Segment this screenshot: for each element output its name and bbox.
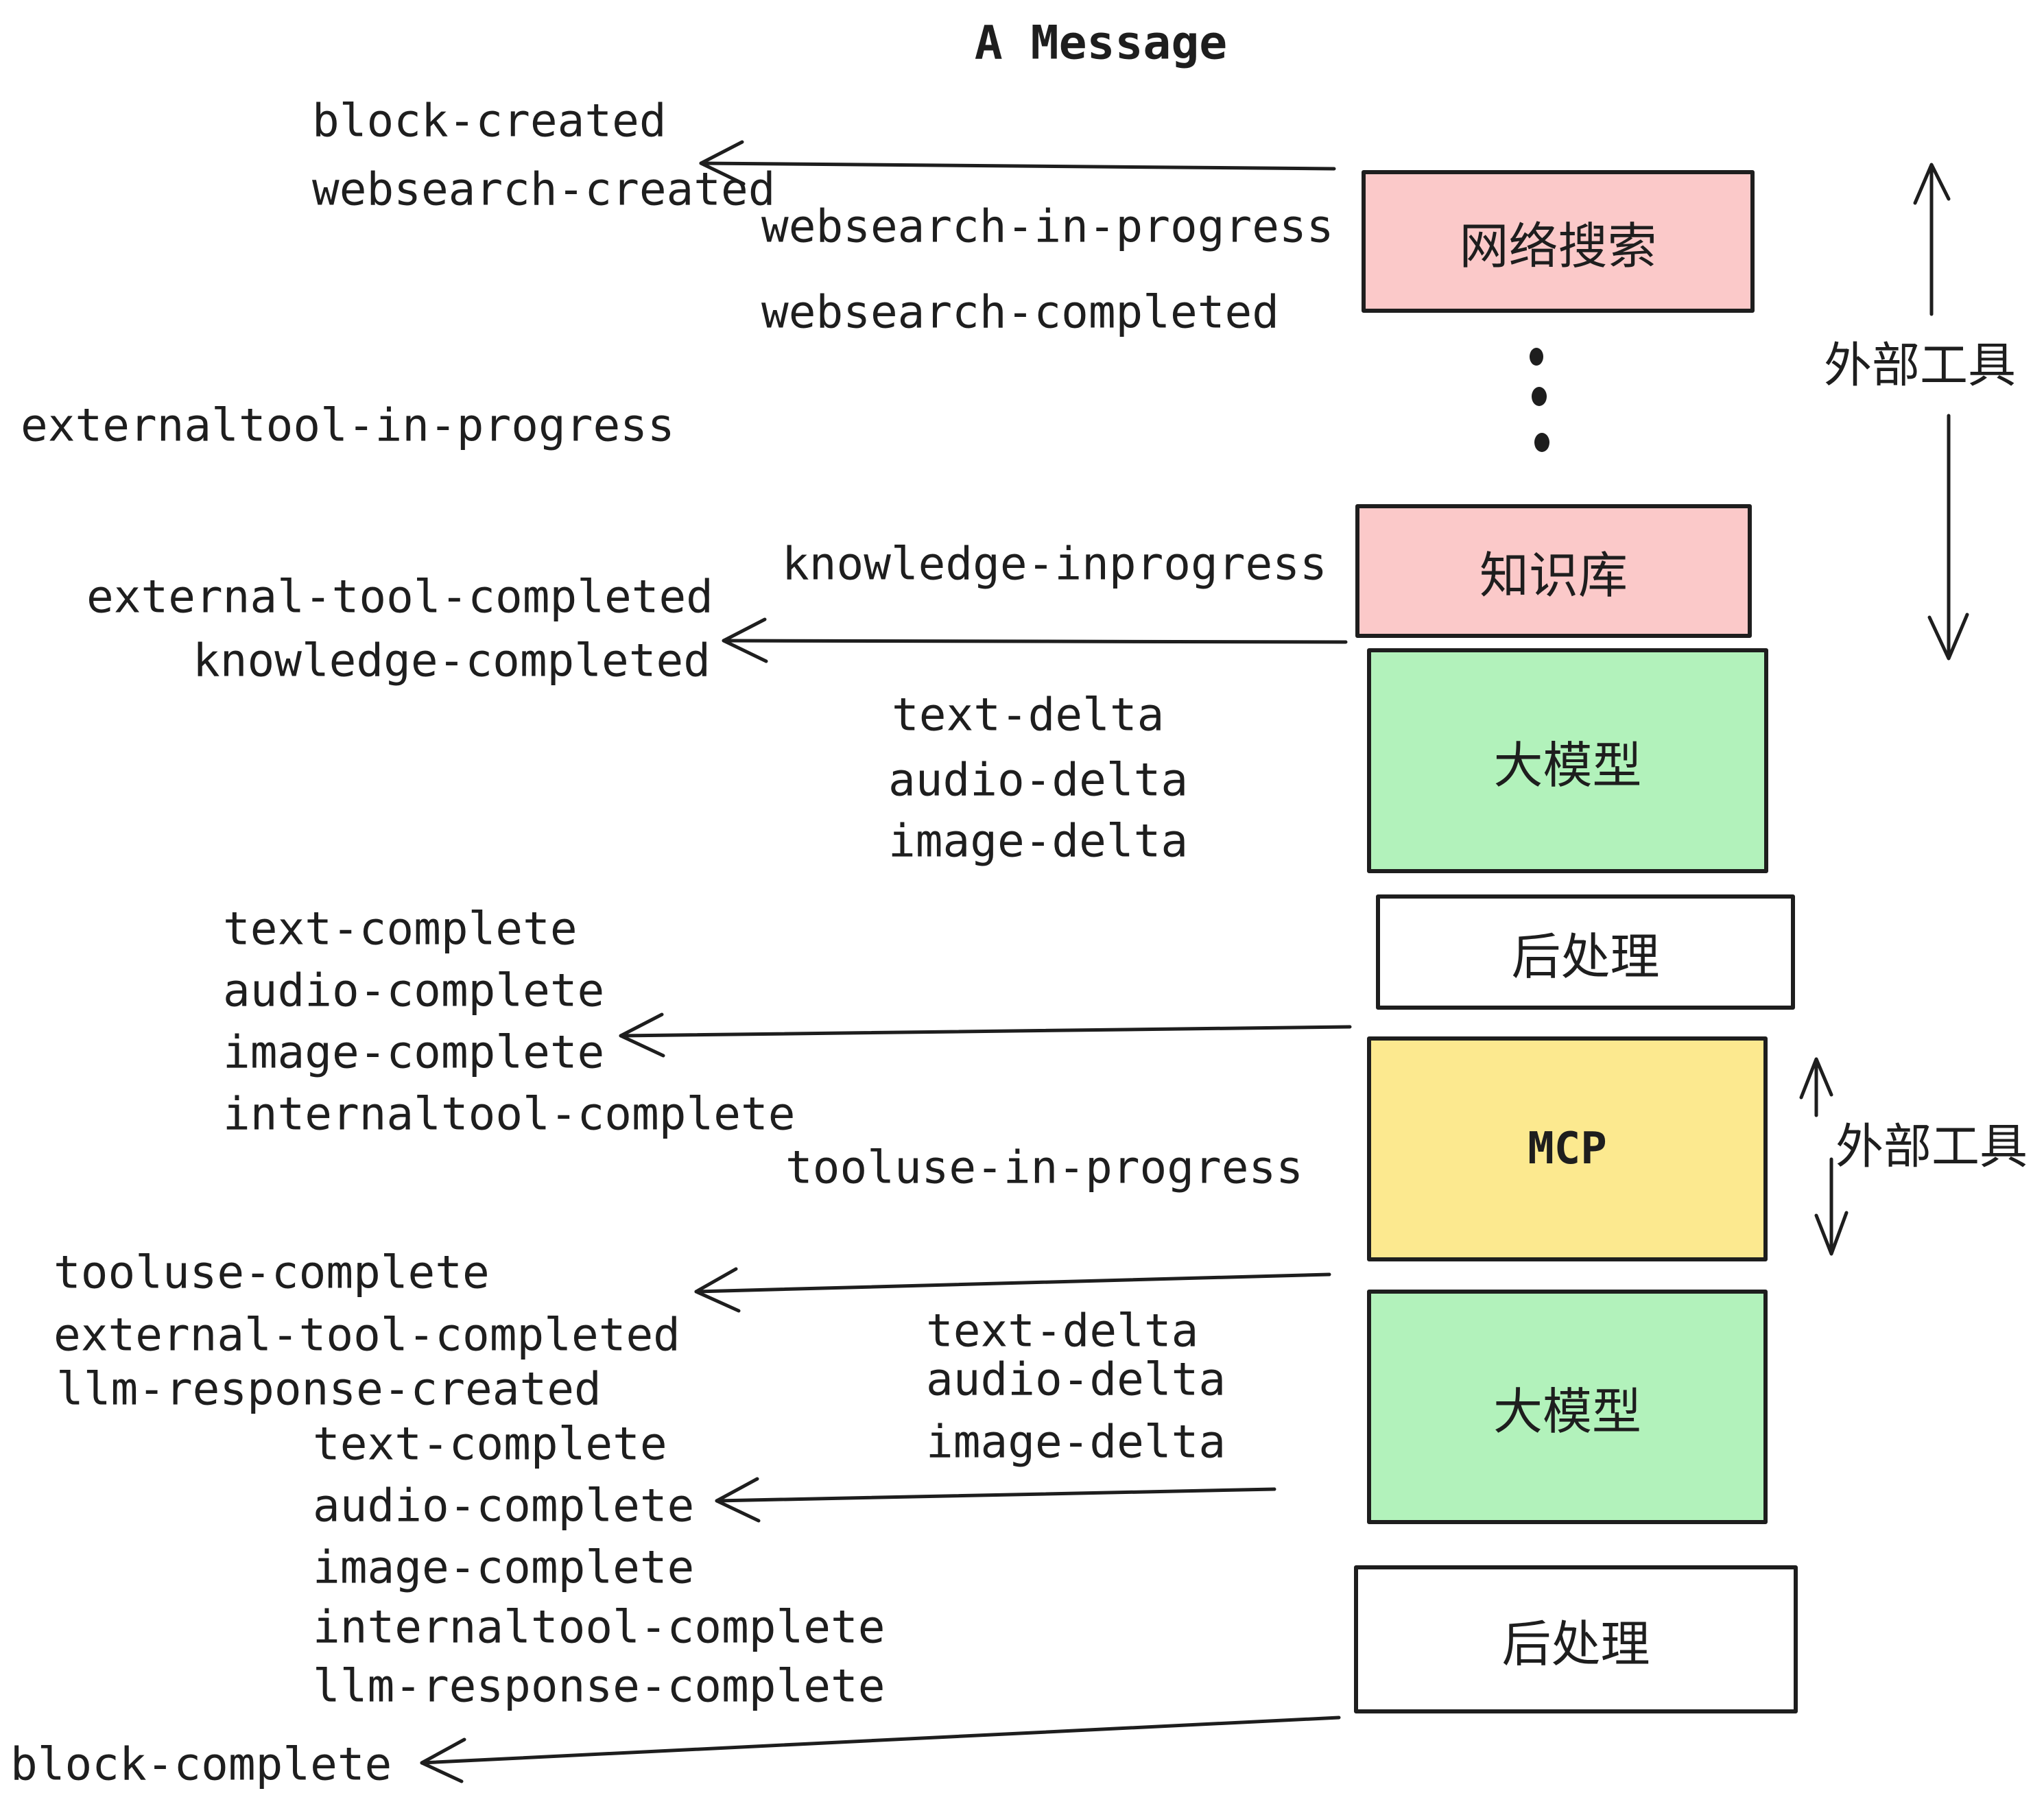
event-label-internaltool-complete-2: internaltool-complete [313,1600,886,1654]
node-llm-2: 大模型 [1367,1290,1768,1524]
event-label-llm-response-complete: llm-response-complete [313,1659,886,1713]
event-label-image-complete-2: image-complete [313,1541,695,1594]
arrow-to-audio-complete [715,1477,1276,1523]
node-mcp-label: MCP [1528,1124,1607,1174]
event-label-external-tool-completed-2: external-tool-completed [54,1308,680,1362]
external-tools-up-arrow-1 [1913,163,1951,316]
event-label-websearch-in-progress: websearch-in-progress [761,200,1334,253]
event-label-image-complete-1: image-complete [223,1025,605,1079]
arrow-to-block-complete [420,1716,1341,1783]
arrow-to-knowledge-completed [722,617,1348,663]
event-label-block-complete: block-complete [10,1737,392,1791]
node-websearch-label: 网络搜索 [1459,219,1657,274]
node-llm-1: 大模型 [1367,648,1768,873]
event-label-text-delta-1: text-delta [892,688,1165,741]
external-tools-down-arrow-1 [1927,414,1969,661]
event-label-internaltool-complete-1: internaltool-complete [223,1087,796,1141]
event-label-text-delta-2: text-delta [926,1304,1199,1357]
event-label-image-delta-1: image-delta [888,814,1189,868]
arrow-to-block-created [699,140,1336,186]
node-websearch: 网络搜索 [1362,170,1755,313]
event-label-websearch-completed: websearch-completed [761,285,1279,339]
node-postprocess-1-label: 后处理 [1511,929,1660,985]
event-label-tooluse-in-progress: tooluse-in-progress [785,1141,1303,1194]
external-tools-up-arrow-2 [1799,1057,1833,1117]
node-knowledge-label: 知识库 [1479,549,1628,604]
event-label-external-tool-completed-1: external-tool-completed [86,570,713,624]
event-label-audio-delta-2: audio-delta [926,1353,1226,1406]
event-label-image-delta-2: image-delta [926,1415,1226,1469]
vertical-dots-icon [1530,348,1549,452]
event-label-tooluse-complete: tooluse-complete [54,1246,490,1299]
event-label-externaltool-in-progress: externaltool-in-progress [21,399,675,452]
event-label-llm-response-created: llm-response-created [56,1362,602,1416]
event-label-audio-complete-2: audio-complete [313,1479,695,1532]
event-label-websearch-created: websearch-created [312,163,776,216]
event-label-audio-delta-1: audio-delta [888,753,1189,807]
event-label-knowledge-completed: knowledge-completed [193,634,711,687]
event-label-text-complete-2: text-complete [313,1417,667,1471]
diagram-title: A Message [974,16,1228,71]
node-postprocess-1: 后处理 [1376,894,1795,1010]
event-label-text-complete-1: text-complete [223,902,578,956]
node-mcp: MCP [1367,1036,1768,1261]
external-tools-label-2: 外部工具 [1835,1119,2028,1174]
node-knowledge: 知识库 [1355,504,1752,638]
node-llm-2-label: 大模型 [1493,1384,1641,1440]
node-postprocess-2: 后处理 [1354,1565,1798,1713]
event-label-block-created: block-created [312,94,667,147]
event-label-knowledge-inprogress: knowledge-inprogress [782,537,1327,591]
node-postprocess-2-label: 后处理 [1501,1617,1650,1672]
event-label-audio-complete-1: audio-complete [223,964,605,1017]
arrow-to-image-complete [619,1012,1352,1058]
node-llm-1-label: 大模型 [1493,738,1642,794]
external-tools-label-1: 外部工具 [1824,338,2016,392]
